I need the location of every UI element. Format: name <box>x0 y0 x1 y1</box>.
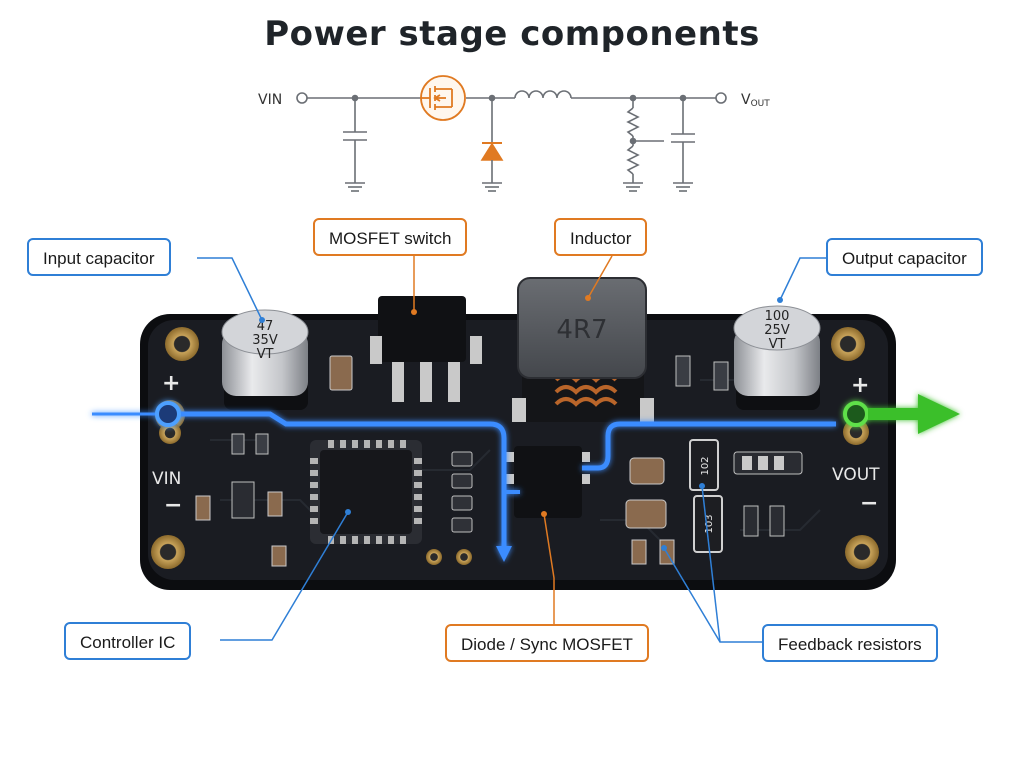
board-vout-label: VOUT <box>832 465 880 485</box>
vin-node <box>155 401 181 427</box>
inductor-marking: 4R7 <box>556 315 607 345</box>
output-arrow-icon <box>918 394 960 434</box>
board-plus-left: + <box>162 371 180 396</box>
pcb-board: + VIN − + VOUT − 47 35V VT <box>140 277 896 590</box>
schematic-diode-icon <box>480 142 504 161</box>
input-cap-line3: VT <box>257 347 274 362</box>
vout-node <box>843 401 869 427</box>
callout-diode-sync-mosfet: Diode / Sync MOSFET <box>445 624 649 662</box>
schematic: VIN <box>258 75 770 192</box>
controller-ic <box>310 440 422 544</box>
svg-text:VOUT: VOUT <box>741 92 770 109</box>
mount-hole <box>165 327 199 361</box>
diode-sync-mosfet <box>506 446 590 518</box>
vin-pad-2 <box>159 422 181 444</box>
current-path <box>92 394 960 562</box>
vout-terminal <box>715 92 727 104</box>
feedback-resistors: 102 103 <box>689 439 723 553</box>
schematic-vout-subscript: OUT <box>751 99 771 109</box>
vin-terminal <box>296 92 308 104</box>
callout-feedback-resistors: Feedback resistors <box>762 624 938 662</box>
schematic-vout-label: V <box>741 92 751 108</box>
page-title: Power stage components <box>264 14 760 54</box>
input-capacitor: 47 35V VT <box>221 309 309 410</box>
callout-mosfet-switch: MOSFET switch <box>313 218 468 256</box>
output-capacitor: 100 25V VT <box>733 305 821 410</box>
schematic-feedback-resistor-top <box>626 107 640 137</box>
input-cap-line1: 47 <box>257 319 274 334</box>
board-minus-right: − <box>860 491 878 516</box>
mount-hole <box>831 327 865 361</box>
output-cap-line1: 100 <box>765 309 790 324</box>
leader-lines <box>197 255 826 643</box>
schematic-vin-label: VIN <box>258 92 282 108</box>
callout-output-capacitor: Output capacitor <box>826 238 983 276</box>
board-plus-right: + <box>851 373 869 398</box>
resistor-bottom-marking: 103 <box>704 514 715 533</box>
input-cap-line2: 35V <box>252 333 278 348</box>
callout-input-capacitor: Input capacitor <box>27 238 171 276</box>
board-minus-left: − <box>164 493 182 518</box>
board-vin-label: VIN <box>152 469 181 489</box>
callout-inductor: Inductor <box>554 218 648 256</box>
mount-hole <box>845 535 879 569</box>
inductor: 4R7 <box>512 277 654 422</box>
output-cap-line2: 25V <box>764 323 790 338</box>
mount-hole <box>151 535 185 569</box>
schematic-feedback-resistor-bottom <box>626 145 640 175</box>
resistor-top-marking: 102 <box>700 456 711 475</box>
vout-pad <box>843 419 869 445</box>
schematic-mosfet-icon <box>420 75 466 121</box>
mosfet-switch <box>370 296 482 402</box>
schematic-inductor-icon <box>514 90 572 99</box>
output-cap-line3: VT <box>769 337 786 352</box>
callout-controller-ic: Controller IC <box>64 622 192 660</box>
